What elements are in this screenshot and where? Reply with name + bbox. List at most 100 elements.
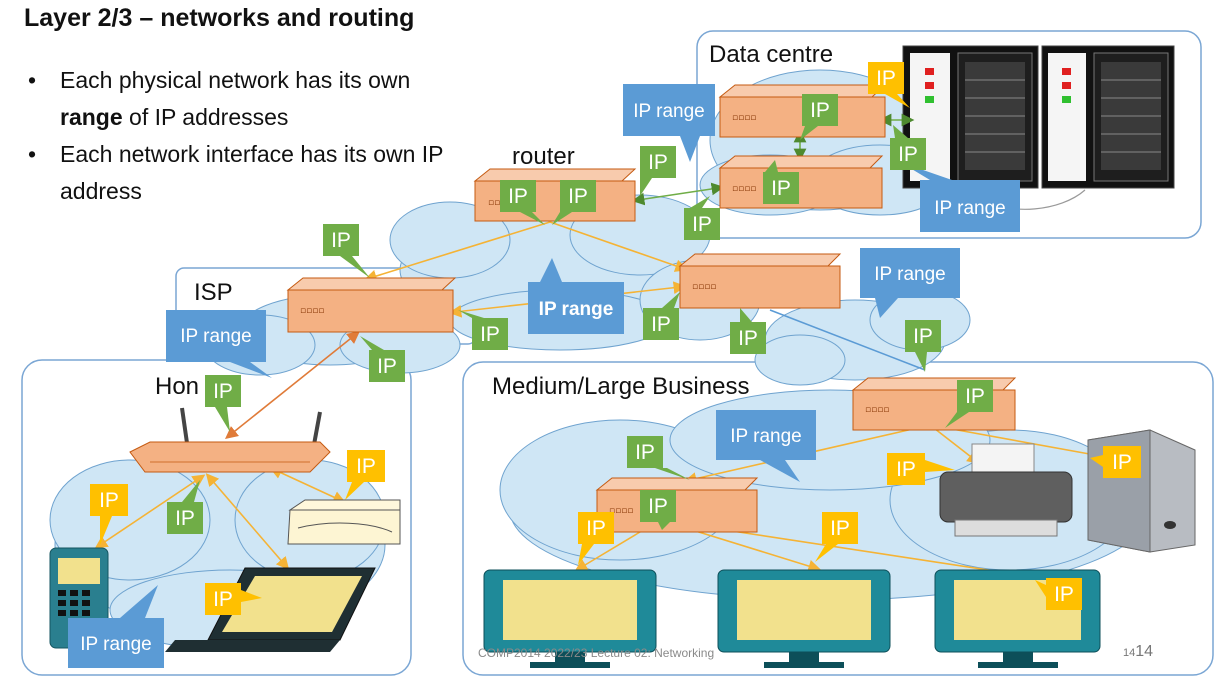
ip-tag-isp-router-right: IP	[458, 310, 508, 350]
router-ports: ▫▫▫▫	[732, 184, 756, 194]
svg-text:IP: IP	[896, 458, 916, 481]
bullet-item-addresses: • Each network interface has its own IP …	[28, 136, 450, 210]
callout-text: IP range	[730, 426, 801, 447]
router-ports: ▫▫▫▫	[865, 405, 889, 415]
ip-tag-dc-server-top: IP	[868, 62, 910, 108]
svg-text:IP: IP	[738, 327, 758, 350]
svg-text:IP: IP	[648, 151, 668, 174]
svg-text:IP: IP	[692, 213, 712, 236]
ip-range-callout-business: IP range	[716, 410, 816, 482]
bullet-bold-word: range	[60, 104, 123, 130]
bullet-text: Each network interface has its own IP ad…	[60, 141, 444, 204]
printer	[939, 443, 1073, 537]
ip-tags-yellow: IP IP IP IP IP IP IP IP IP	[90, 62, 1141, 615]
svg-text:IP: IP	[480, 323, 500, 346]
svg-text:IP: IP	[586, 517, 606, 540]
isp-router: ▫▫▫▫	[286, 277, 457, 333]
laptop	[165, 567, 376, 652]
business-label: Medium/Large Business	[492, 373, 749, 400]
monitor-1	[483, 569, 657, 668]
server-rack-2	[1041, 45, 1175, 189]
page-number-large: 14	[1135, 643, 1154, 660]
svg-text:IP: IP	[508, 185, 528, 208]
ip-range-callout-isp: IP range	[166, 310, 272, 378]
svg-text:IP: IP	[568, 185, 588, 208]
ip-tag-isp-router-top: IP	[323, 224, 370, 278]
bullet-symbol: •	[28, 67, 37, 93]
svg-text:IP: IP	[965, 385, 985, 408]
ip-tag-printer: IP	[887, 453, 955, 485]
ip-tag-business-router: IP	[945, 380, 993, 428]
slide-footer: COMP2014 2022/23 Lecture 02: Networking	[478, 646, 715, 660]
svg-text:IP: IP	[1112, 451, 1132, 474]
callout-text: IP range	[633, 101, 704, 122]
svg-text:IP: IP	[830, 517, 850, 540]
svg-text:IP: IP	[876, 67, 896, 90]
ip-tags-green: IP IP IP IP IP IP IP IP IP IP IP IP IP I…	[167, 94, 993, 534]
ip-tag-upstream-router-left: IP	[643, 292, 680, 340]
ip-tag-phone: IP	[90, 484, 128, 545]
data-centre-label: Data centre	[709, 41, 833, 68]
data-centre-router-2: ▫▫▫▫	[718, 155, 884, 209]
router-ports: ▫▫▫▫	[692, 282, 716, 292]
ip-range-callout-data-centre-left: IP range	[623, 84, 715, 162]
ip-tag-dc-router-1: IP	[800, 94, 838, 140]
ip-tag-business-switch-top: IP	[627, 436, 690, 480]
server-rack-1	[902, 45, 1039, 189]
ip-range-callout-data-centre-right: IP range	[900, 162, 1020, 232]
ip-tag-business-router-top: IP	[905, 320, 941, 372]
ip-tag-disc-drive: IP	[345, 450, 385, 500]
svg-text:IP: IP	[213, 380, 233, 403]
ip-tag-business-switch: IP	[640, 490, 676, 530]
svg-text:IP: IP	[99, 489, 119, 512]
svg-text:IP: IP	[175, 507, 195, 530]
svg-text:IP: IP	[377, 355, 397, 378]
ip-tag-home-router-top: IP	[205, 375, 241, 432]
ip-tag-dc-server: IP	[890, 125, 926, 170]
ip-tag-monitor-2: IP	[815, 512, 858, 562]
ip-tag-upstream-router-bottom: IP	[730, 308, 766, 354]
monitor-2	[717, 569, 891, 668]
page-number: 1414	[1123, 643, 1153, 661]
upstream-router: ▫▫▫▫	[678, 253, 842, 309]
svg-text:IP: IP	[898, 143, 918, 166]
callout-text: IP range	[874, 264, 945, 285]
ip-tag-core-router-c: IP	[640, 146, 676, 196]
ip-range-callout-home: IP range	[68, 585, 164, 668]
bullet-list: • Each physical network has its own rang…	[28, 62, 450, 210]
router-ports: ▫▫▫▫	[732, 113, 756, 123]
callout-text: IP range	[80, 634, 151, 655]
page-number-small: 14	[1123, 647, 1136, 659]
ip-tag-home-router-lan: IP	[167, 480, 203, 534]
callout-text: IP range	[934, 198, 1005, 219]
ip-tag-core-router-b: IP	[552, 180, 596, 225]
svg-text:IP: IP	[1054, 583, 1074, 606]
svg-text:IP: IP	[810, 99, 830, 122]
router-ports: ▫▫▫▫	[300, 306, 324, 316]
bullet-symbol: •	[28, 141, 37, 167]
core-router: ▫▫▫▫	[473, 168, 637, 222]
ip-tag-monitor-1: IP	[578, 512, 614, 565]
router-ports: ▫▫▫▫	[609, 506, 633, 516]
bullet-text: Each physical network has its own range …	[60, 62, 430, 136]
business-switch: ▫▫▫▫	[595, 477, 759, 533]
ip-tag-desktop: IP	[1090, 446, 1141, 478]
home-label: Hon	[155, 373, 199, 400]
svg-text:IP: IP	[635, 441, 655, 464]
svg-text:IP: IP	[913, 325, 933, 348]
router-label: router	[512, 143, 575, 170]
ip-range-callout-upstream: IP range	[860, 248, 960, 318]
bullet-text-part: of IP addresses	[122, 104, 289, 130]
callout-text: IP range	[539, 299, 614, 320]
bullet-item-ranges: • Each physical network has its own rang…	[28, 62, 450, 136]
svg-text:IP: IP	[331, 229, 351, 252]
bullet-text-part: Each physical network has its own	[60, 67, 411, 93]
ip-tag-isp-router-bottom: IP	[360, 336, 405, 382]
svg-text:IP: IP	[356, 455, 376, 478]
isp-label: ISP	[194, 279, 233, 306]
svg-text:IP: IP	[651, 313, 671, 336]
home-wifi-router	[129, 407, 331, 473]
ip-tag-monitor-3: IP	[1035, 578, 1082, 610]
slide-title: Layer 2/3 – networks and routing	[24, 4, 415, 32]
